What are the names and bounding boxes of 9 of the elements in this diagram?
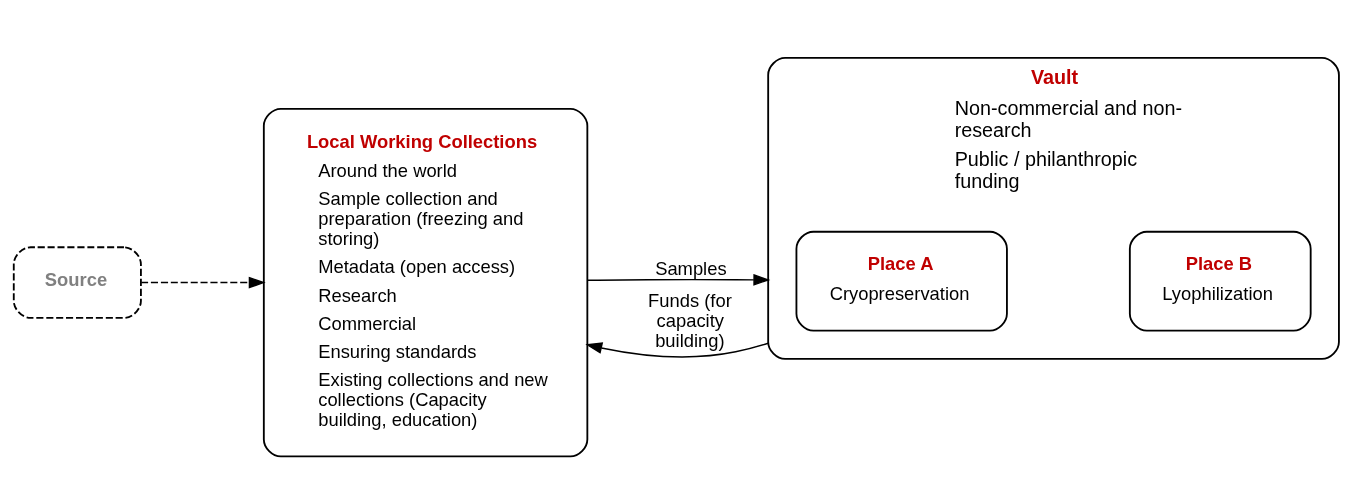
arrow — [585, 341, 769, 358]
edge-label: Funds (for capacity building) — [648, 289, 732, 351]
arrow — [140, 276, 266, 289]
node-box: Place B Lyophilization — [1128, 230, 1312, 332]
edge-label: Samples — [655, 257, 727, 279]
node-box: Source — [12, 245, 142, 319]
node-box: Local Working Collections Around the world Sample collection and preparation (freezing and storing) Metadata (open access) Research Commercial Ensuring standards Existing collections and new collections (Capacity building, education) — [262, 107, 589, 457]
arrow — [586, 273, 771, 286]
node-box: Place A Cryopreservation — [795, 230, 1008, 332]
